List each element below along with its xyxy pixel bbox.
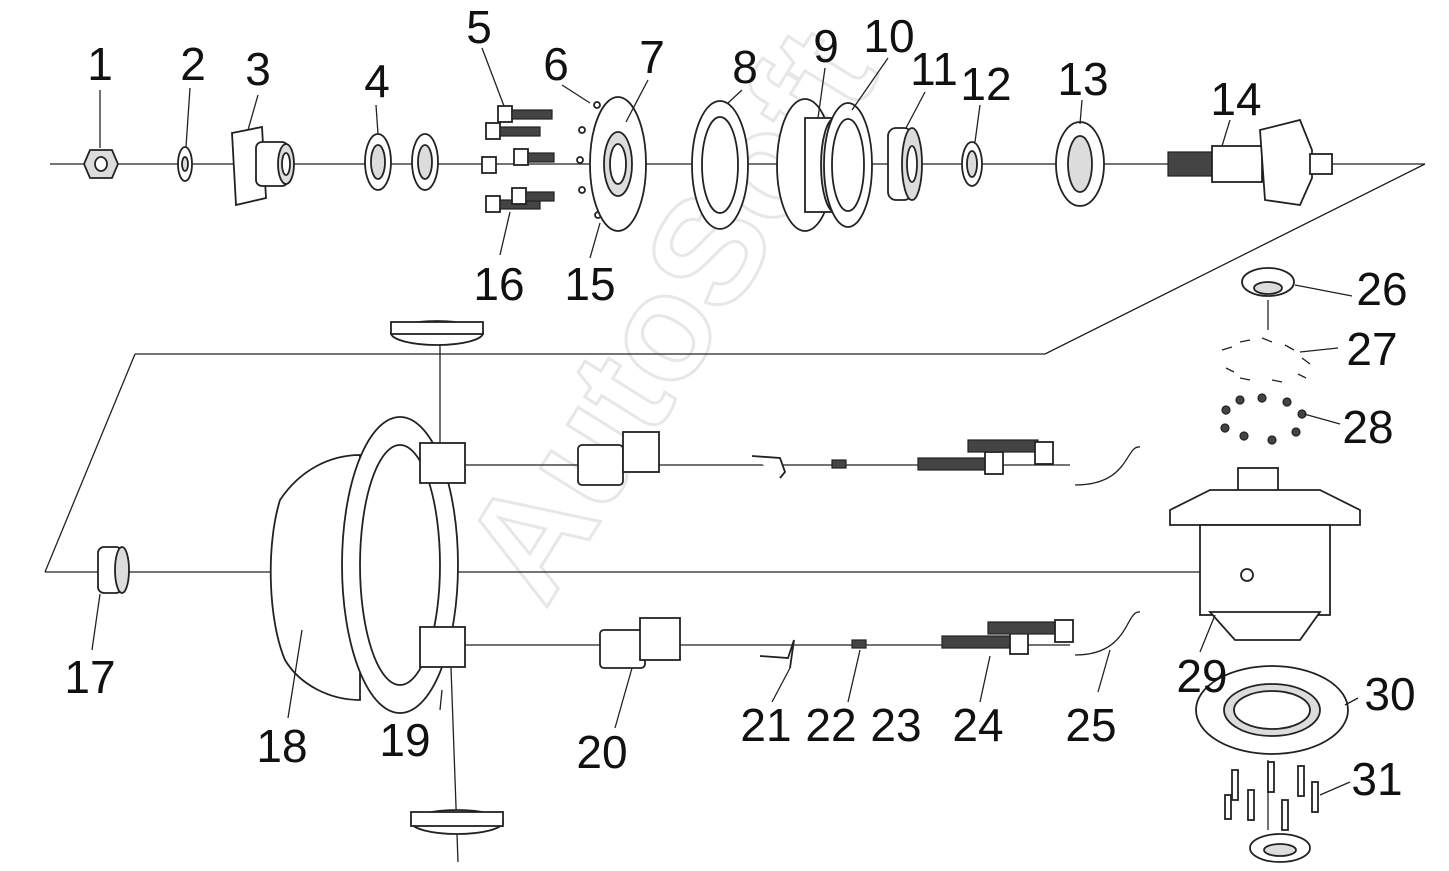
callout-15: 15 [564,258,615,310]
part-27-pins [1221,337,1311,383]
callout-16: 16 [473,258,524,310]
callout-2: 2 [180,38,206,90]
part-22-23-screws [831,459,867,649]
callout-22: 22 [805,699,856,751]
callout-20: 20 [576,726,627,778]
part-14-pinion-shaft [1167,118,1333,206]
part-30-ring-gear [1195,665,1349,755]
part-13-bearing [1055,121,1105,207]
callout-30: 30 [1364,668,1415,720]
callout-13: 13 [1057,53,1108,105]
callout-24: 24 [952,699,1003,751]
part-2-washer [177,146,193,182]
part-19-adjusting-rings [390,320,504,835]
callout-1: 1 [87,38,113,90]
part-29-differential-case [1169,467,1361,641]
callout-17: 17 [64,651,115,703]
callout-8: 8 [732,41,758,93]
callout-14: 14 [1210,73,1261,125]
part-17-bearing [97,546,130,594]
leader-lines [91,47,1359,796]
callout-9: 9 [813,20,839,72]
callout-29: 29 [1176,650,1227,702]
callout-18: 18 [256,720,307,772]
part-31-bolts [1224,761,1319,831]
callout-4: 4 [364,55,390,107]
callout-26: 26 [1356,263,1407,315]
callout-27: 27 [1346,323,1397,375]
watermark: AutoSoft [430,1,908,627]
callout-28: 28 [1342,401,1393,453]
part-28-nuts [1220,393,1307,445]
part-21-lock-plates [751,455,795,669]
part-24-bolts [917,439,1074,655]
callout-3: 3 [245,43,271,95]
callout-labels: 1 2 3 4 5 6 7 8 9 10 11 12 13 14 15 16 1… [64,1,1415,805]
part-20-bearing-caps [577,431,681,669]
callout-25: 25 [1065,699,1116,751]
callout-6: 6 [543,38,569,90]
part-6-washers [576,101,602,219]
part-26-bearing [1241,267,1295,297]
part-8-gasket [691,100,749,230]
part-4-seals [364,133,439,191]
part-5-16-bolts [481,105,555,213]
part-12-race [961,141,983,187]
part-10-gasket [823,102,873,228]
callout-19: 19 [379,714,430,766]
callout-5: 5 [466,1,492,53]
callout-23: 23 [870,699,921,751]
callout-7: 7 [639,31,665,83]
part-1-nut [83,149,119,179]
callout-11: 11 [910,43,958,95]
part-3-flange [231,125,295,207]
part-11-bearing [887,127,923,201]
part-18-carrier-housing [269,416,466,714]
part-7-bearing-cover [589,96,647,232]
callout-12: 12 [960,58,1011,110]
callout-21: 21 [740,699,791,751]
callout-10: 10 [863,10,914,62]
callout-31: 31 [1351,753,1402,805]
part-bottom-bearing [1249,833,1311,863]
